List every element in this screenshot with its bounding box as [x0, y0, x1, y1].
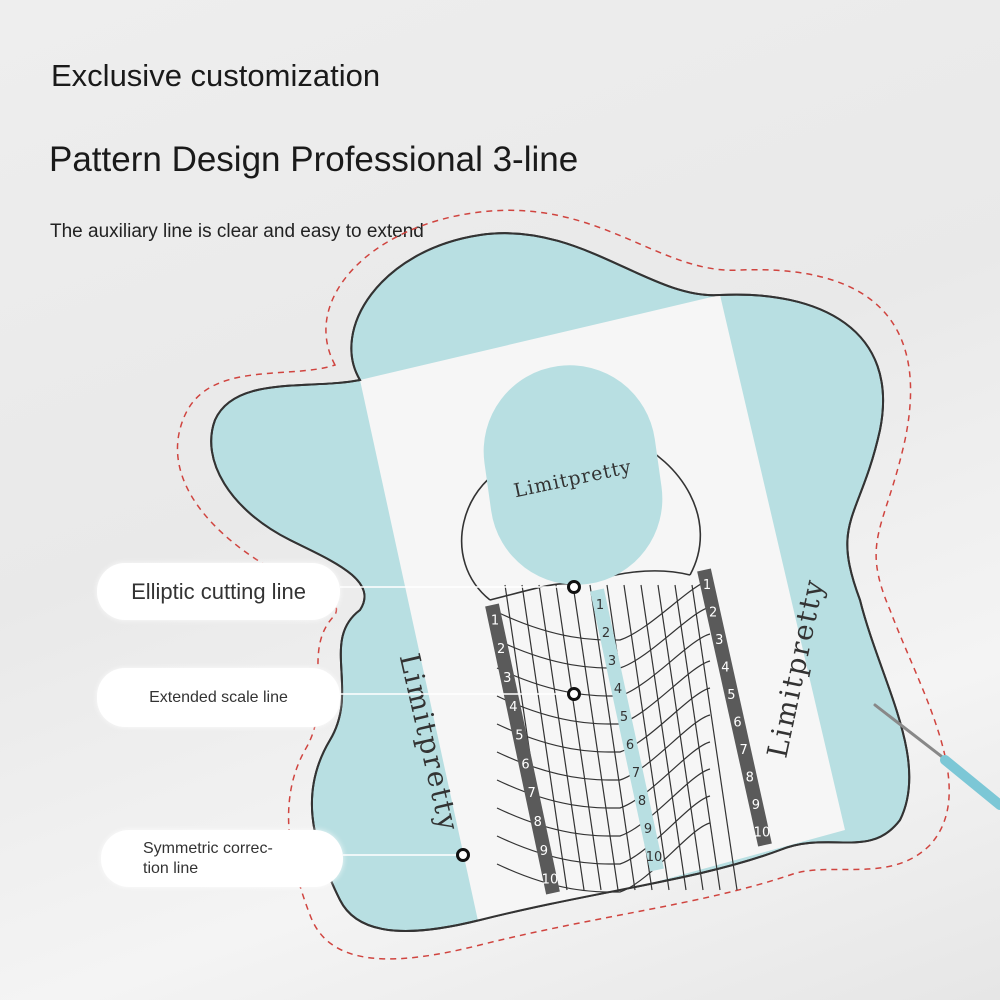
scale-number: 6 [733, 715, 741, 730]
scale-number: 2 [709, 605, 717, 620]
vertical-guide-line [640, 584, 687, 891]
scale-number: 4 [509, 700, 517, 715]
scale-chevron-line [496, 768, 711, 837]
callout-symmetric-correction-line: Symmetric correc- tion line [101, 830, 343, 887]
scale-number: 1 [491, 613, 499, 628]
headline: Exclusive customization [51, 58, 381, 93]
dot-extended [567, 687, 581, 701]
scale-chevron-line [496, 687, 711, 753]
vertical-guide-line [572, 584, 619, 891]
scale-number: 3 [503, 671, 511, 686]
dot-symmetric [456, 848, 470, 862]
scale-number: 10 [646, 850, 663, 865]
subheadline: Pattern Design Professional 3-line [49, 140, 579, 179]
scale-number: 7 [528, 786, 536, 801]
callout-elliptic-cutting-line: Elliptic cutting line [97, 563, 340, 620]
scale-number: 9 [752, 798, 760, 813]
vertical-guide-line [674, 584, 721, 891]
scale-rulers: 1 2 3 4 5 6 7 8 9 10 1 2 3 4 5 6 7 8 9 10 1 2 3 4 5 6 7 8 9 10 [485, 568, 772, 895]
scale-number: 5 [727, 688, 735, 703]
outer-dashed-cut-line [176, 209, 950, 960]
ruler-strip [697, 568, 772, 847]
scale-number: 8 [746, 770, 754, 785]
scale-number: 4 [614, 682, 622, 697]
nail-oval [483, 365, 663, 585]
ruler-strip [590, 588, 664, 872]
scale-number: 9 [644, 822, 652, 837]
callout-label: Elliptic cutting line [131, 578, 306, 604]
scale-number: 2 [602, 626, 610, 641]
vertical-guide-line [555, 584, 602, 891]
callout-label: Extended scale line [149, 688, 288, 706]
scale-number: 6 [521, 757, 529, 772]
vertical-guide-line [623, 584, 670, 891]
scale-number: 5 [515, 729, 523, 744]
scale-number: 8 [534, 815, 542, 830]
callout-extended-scale-line: Extended scale line [97, 668, 340, 727]
callout-label: Symmetric correc- tion line [143, 839, 273, 877]
scale-number: 3 [715, 633, 723, 648]
scale-number: 7 [632, 766, 640, 781]
vertical-guide-line [521, 584, 568, 891]
ruler-strip [485, 603, 560, 895]
scale-number: 4 [721, 660, 729, 675]
scale-chevron-line [496, 741, 711, 809]
vertical-guide-line [589, 584, 636, 891]
scale-number: 10 [754, 825, 771, 840]
center-scale-ruler: 1 2 3 4 5 6 7 8 9 10 [590, 588, 664, 872]
callout-dots [456, 580, 581, 862]
scale-number: 1 [703, 578, 711, 593]
callout-lines [340, 586, 574, 856]
scale-number: 8 [638, 794, 646, 809]
scale-number: 7 [740, 743, 748, 758]
dot-elliptic [567, 580, 581, 594]
tweezers-icon [873, 703, 1000, 810]
scale-number: 3 [608, 654, 616, 669]
scale-number: 6 [626, 738, 634, 753]
vertical-guide-line [691, 584, 738, 891]
scale-chevron-line [496, 714, 711, 781]
right-scale-ruler: 1 2 3 4 5 6 7 8 9 10 [697, 568, 772, 847]
left-scale-ruler: 1 2 3 4 5 6 7 8 9 10 [485, 603, 560, 895]
vertical-guide-line [657, 584, 704, 891]
scale-number: 2 [497, 642, 505, 657]
scale-number: 1 [596, 598, 604, 613]
vertical-guide-line [538, 584, 585, 891]
scale-number: 5 [620, 710, 628, 725]
scale-number: 10 [542, 873, 559, 888]
scale-number: 9 [540, 844, 548, 859]
description: The auxiliary line is clear and easy to … [50, 221, 424, 242]
